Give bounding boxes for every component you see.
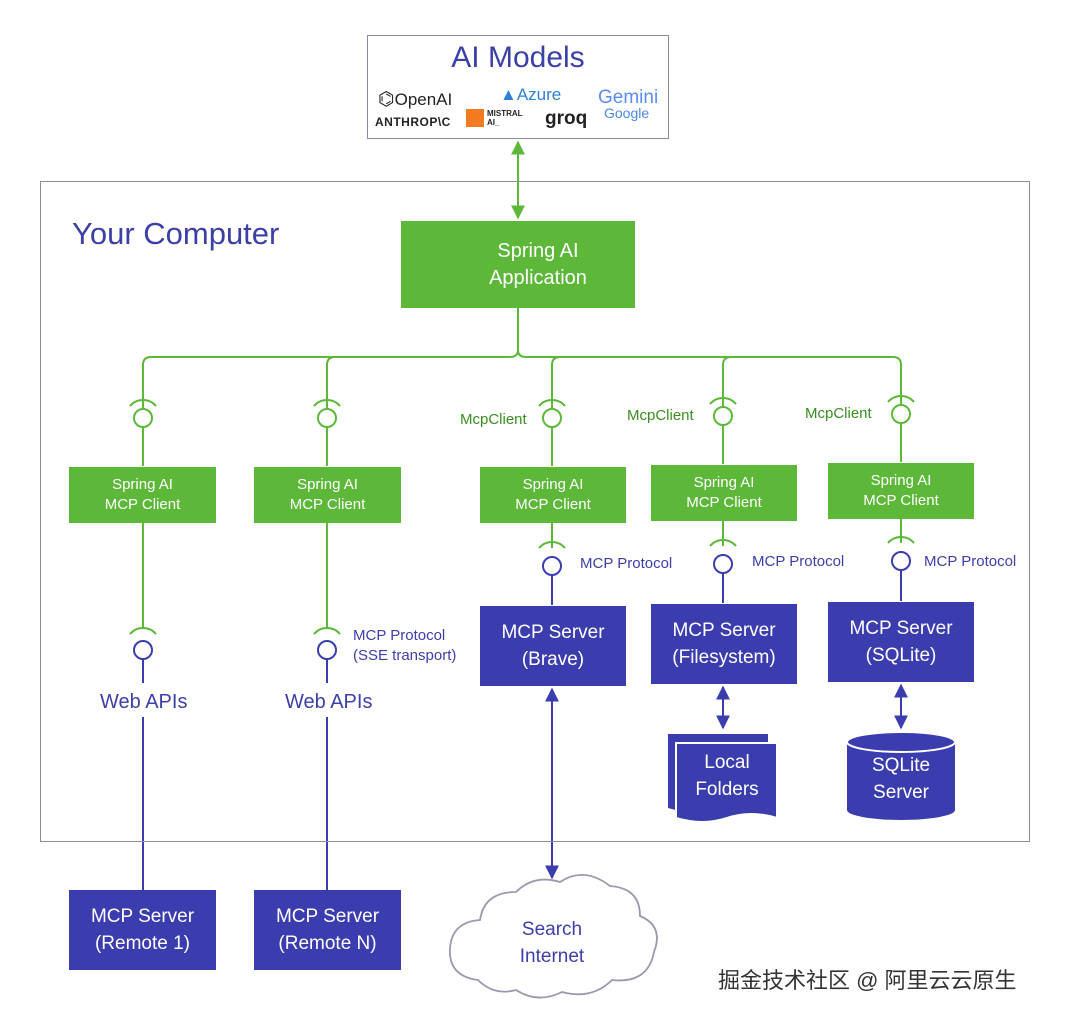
mcp-client-4: Spring AI MCP Client <box>651 465 797 521</box>
client-label: MCP Client <box>686 494 762 511</box>
server-label: MCP Server <box>672 620 776 641</box>
mistral-logo: MISTRAL AI_ <box>466 109 536 127</box>
sse-label-line2: (SSE transport) <box>353 647 457 664</box>
mcp-protocol-label-brave: MCP Protocol <box>580 555 673 572</box>
openai-icon: ⌬ <box>378 89 395 110</box>
client-label: Spring AI <box>693 474 755 491</box>
mcpclient-label-4: McpClient <box>627 407 694 424</box>
your-computer-label: Your Computer <box>72 216 280 251</box>
server-label: MCP Server <box>501 622 605 643</box>
client-label: Spring AI <box>522 476 584 493</box>
app-bus <box>142 308 902 395</box>
internet-cloud-shape <box>449 874 658 999</box>
server-label: (Brave) <box>521 649 585 670</box>
mcp-protocol-label-filesystem: MCP Protocol <box>752 553 845 570</box>
mcpclient-label-5: McpClient <box>805 405 872 422</box>
server-label: MCP Server <box>90 906 195 927</box>
local-folders-shape <box>668 734 778 823</box>
mcp-server-filesystem: MCP Server (Filesystem) <box>651 604 797 684</box>
client-label: MCP Client <box>289 496 366 513</box>
local-folders-line1: Local <box>704 752 750 773</box>
server-label: MCP Server <box>275 906 380 927</box>
mcp-server-remote-n: MCP Server (Remote N) <box>254 890 401 970</box>
sqlite-server-line2: Server <box>873 782 929 803</box>
internet-line2: Internet <box>519 946 585 967</box>
client-label: MCP Client <box>515 496 591 513</box>
server-label: MCP Server <box>849 618 953 639</box>
mcpclient-label-3: McpClient <box>460 411 527 428</box>
server-label: (Filesystem) <box>672 647 776 668</box>
sqlite-database-shape <box>846 731 956 820</box>
app-label-line1: Spring AI <box>497 239 579 262</box>
client-label: MCP Client <box>863 492 939 509</box>
server-label: (Remote N) <box>278 933 377 954</box>
mcp-server-remote-1: MCP Server (Remote 1) <box>69 890 216 970</box>
sse-protocol-label: MCP Protocol (SSE transport) <box>353 626 456 666</box>
gemini-logo: Gemini <box>598 87 659 108</box>
google-logo: Google <box>604 105 650 121</box>
spring-ai-application: Spring AI Application <box>401 221 635 308</box>
azure-icon: ▲ <box>500 85 517 104</box>
mcp-server-sqlite: MCP Server (SQLite) <box>828 602 974 682</box>
search-internet: Search Internet <box>490 916 614 970</box>
watermark: 掘金技术社区 @ 阿里云云原生 <box>718 968 1017 993</box>
sse-label-line1: MCP Protocol <box>353 627 446 644</box>
mcp-client-2: Spring AI MCP Client <box>254 467 401 523</box>
azure-logo: ▲Azure <box>500 85 562 104</box>
web-api-sockets <box>129 523 341 890</box>
ai-models-title: AI Models <box>451 41 585 74</box>
local-folders: Local Folders <box>677 749 777 803</box>
client-label: Spring AI <box>297 476 358 493</box>
local-folders-line2: Folders <box>695 779 759 800</box>
app-label-line2: Application <box>489 266 587 289</box>
sqlite-server-line1: SQLite <box>871 755 931 776</box>
groq-logo: groq <box>545 108 588 129</box>
openai-logo: ⌬OpenAI <box>378 89 453 110</box>
anthropic-logo: ANTHROP\C <box>375 115 451 129</box>
mcp-client-5: Spring AI MCP Client <box>828 463 974 519</box>
internet-line1: Search <box>521 919 583 940</box>
sqlite-server: SQLite Server <box>847 752 955 806</box>
ai-models-box <box>367 35 669 139</box>
mistral-icon <box>466 109 484 127</box>
client-label: MCP Client <box>104 496 181 513</box>
protocol-sockets <box>538 519 915 605</box>
web-apis-label-1: Web APIs <box>100 691 188 713</box>
mcp-client-1: Spring AI MCP Client <box>69 467 216 523</box>
your-computer-boundary <box>40 181 1030 842</box>
client-label: Spring AI <box>112 476 173 493</box>
client-label: Spring AI <box>870 472 932 489</box>
mcp-server-brave: MCP Server (Brave) <box>480 606 626 686</box>
mcp-protocol-label-sqlite: MCP Protocol <box>924 553 1017 570</box>
web-apis-label-2: Web APIs <box>285 691 373 713</box>
server-label: (Remote 1) <box>94 933 191 954</box>
client-sockets <box>129 393 915 466</box>
server-label: (SQLite) <box>865 645 937 666</box>
mcp-client-3: Spring AI MCP Client <box>480 467 626 523</box>
